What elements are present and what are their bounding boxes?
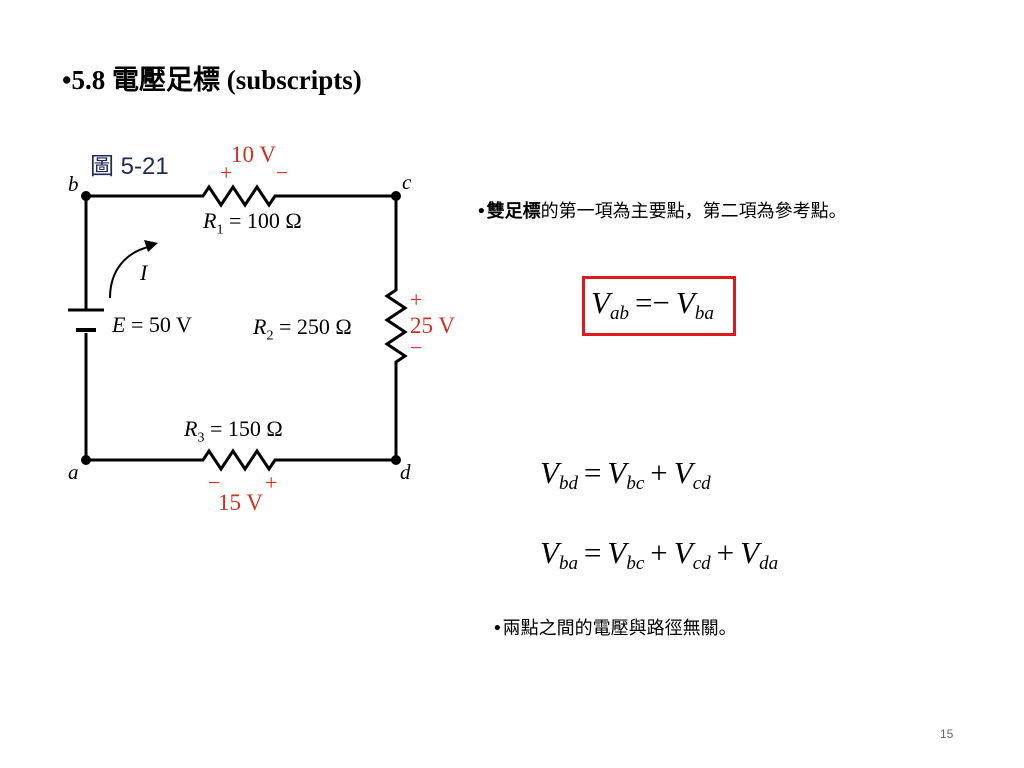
eq3-equals: = [583, 535, 602, 570]
bullet-path-independence: •兩點之間的電壓與路徑無關。 [492, 618, 737, 639]
r3-minus-sign: − [208, 470, 221, 495]
bullet-double-subscript-text: 的第一項為主要點，第二項為參考點。 [540, 201, 847, 222]
r1-plus-sign: + [220, 160, 233, 185]
node-b-dot [81, 191, 91, 201]
current-arrowhead [144, 240, 158, 252]
equation-vbd: Vbd=Vbc+Vcd [540, 455, 711, 495]
eq2-term1: V [607, 455, 627, 490]
slide-title: •5.8 電壓足標 (subscripts) [62, 65, 362, 95]
page-number: 15 [940, 727, 954, 741]
eq2-term2: V [673, 455, 693, 490]
source-value: = 50 V [125, 312, 192, 337]
r3-voltage-label: 15 V [218, 490, 263, 515]
eq2-equals: = [583, 455, 602, 490]
r2-voltage-label: 25 V [410, 313, 455, 338]
eq2-lhs: V [540, 455, 559, 490]
eq1-operator: =− [634, 285, 670, 320]
bottom-wire [86, 448, 396, 472]
r2-subscript: 2 [266, 328, 274, 344]
r2-label: R2 = 250 Ω [253, 314, 352, 344]
bullet-double-subscript: •雙足標的第一項為主要點，第二項為參考點。 [476, 201, 847, 222]
r2-minus-sign: − [410, 335, 423, 360]
top-wire [86, 184, 396, 208]
r2-name: R [253, 314, 267, 339]
equation-vba: Vba=Vbc+Vcd+Vda [540, 535, 778, 575]
eq3-term1-sub: bc [626, 553, 645, 574]
eq2-lhs-sub: bd [558, 473, 578, 494]
circuit-figure: 圖 5-21 b c a d 10 V + − R1 = 100 Ω + 25 … [58, 140, 478, 530]
r1-minus-sign: − [276, 160, 289, 185]
eq2-term2-sub: cd [692, 473, 711, 494]
equation-vab: Vab=−Vba [591, 285, 714, 325]
current-label: I [140, 260, 148, 285]
eq3-term1: V [607, 535, 627, 570]
node-b-label: b [68, 172, 79, 196]
source-name: E [112, 312, 126, 337]
highlighted-equation-box [582, 276, 736, 336]
r1-voltage-label: 10 V [231, 142, 276, 167]
eq2-plus: + [650, 455, 668, 490]
r2-value: = 250 Ω [273, 314, 352, 339]
r3-name: R [184, 416, 198, 441]
eq3-term2: V [673, 535, 693, 570]
eq1-lhs-sub: ab [609, 303, 629, 324]
node-c-label: c [402, 170, 412, 194]
node-d-label: d [400, 460, 411, 484]
r3-label: R3 = 150 Ω [184, 416, 283, 446]
eq1-rhs-sub: ba [694, 303, 714, 324]
eq3-plus-1: + [650, 535, 668, 570]
r3-plus-sign: + [265, 470, 278, 495]
node-c-dot [391, 191, 401, 201]
right-wire [384, 196, 408, 460]
eq3-plus-2: + [716, 535, 735, 570]
eq3-term3: V [740, 535, 760, 570]
eq3-term3-sub: da [759, 553, 779, 574]
node-d-dot [391, 455, 401, 465]
eq1-rhs: V [675, 285, 695, 320]
eq3-lhs: V [540, 535, 559, 570]
r2-plus-sign: + [410, 287, 423, 312]
r1-subscript: 1 [216, 222, 224, 238]
source-label: E = 50 V [112, 312, 192, 338]
r3-value: = 150 Ω [204, 416, 283, 441]
r1-name: R [203, 208, 217, 233]
bullet-double-subscript-bold: 雙足標 [486, 201, 541, 222]
node-a-dot [81, 455, 91, 465]
r1-label: R1 = 100 Ω [203, 208, 302, 238]
eq2-term1-sub: bc [626, 473, 645, 494]
r3-subscript: 3 [197, 430, 205, 446]
current-arrow [109, 245, 153, 299]
r1-value: = 100 Ω [223, 208, 302, 233]
eq3-lhs-sub: ba [558, 553, 578, 574]
node-a-label: a [68, 460, 79, 484]
circuit-diagram [68, 184, 408, 472]
eq1-lhs: V [591, 285, 610, 320]
figure-label: 圖 5-21 [90, 153, 169, 180]
eq3-term2-sub: cd [692, 553, 711, 574]
